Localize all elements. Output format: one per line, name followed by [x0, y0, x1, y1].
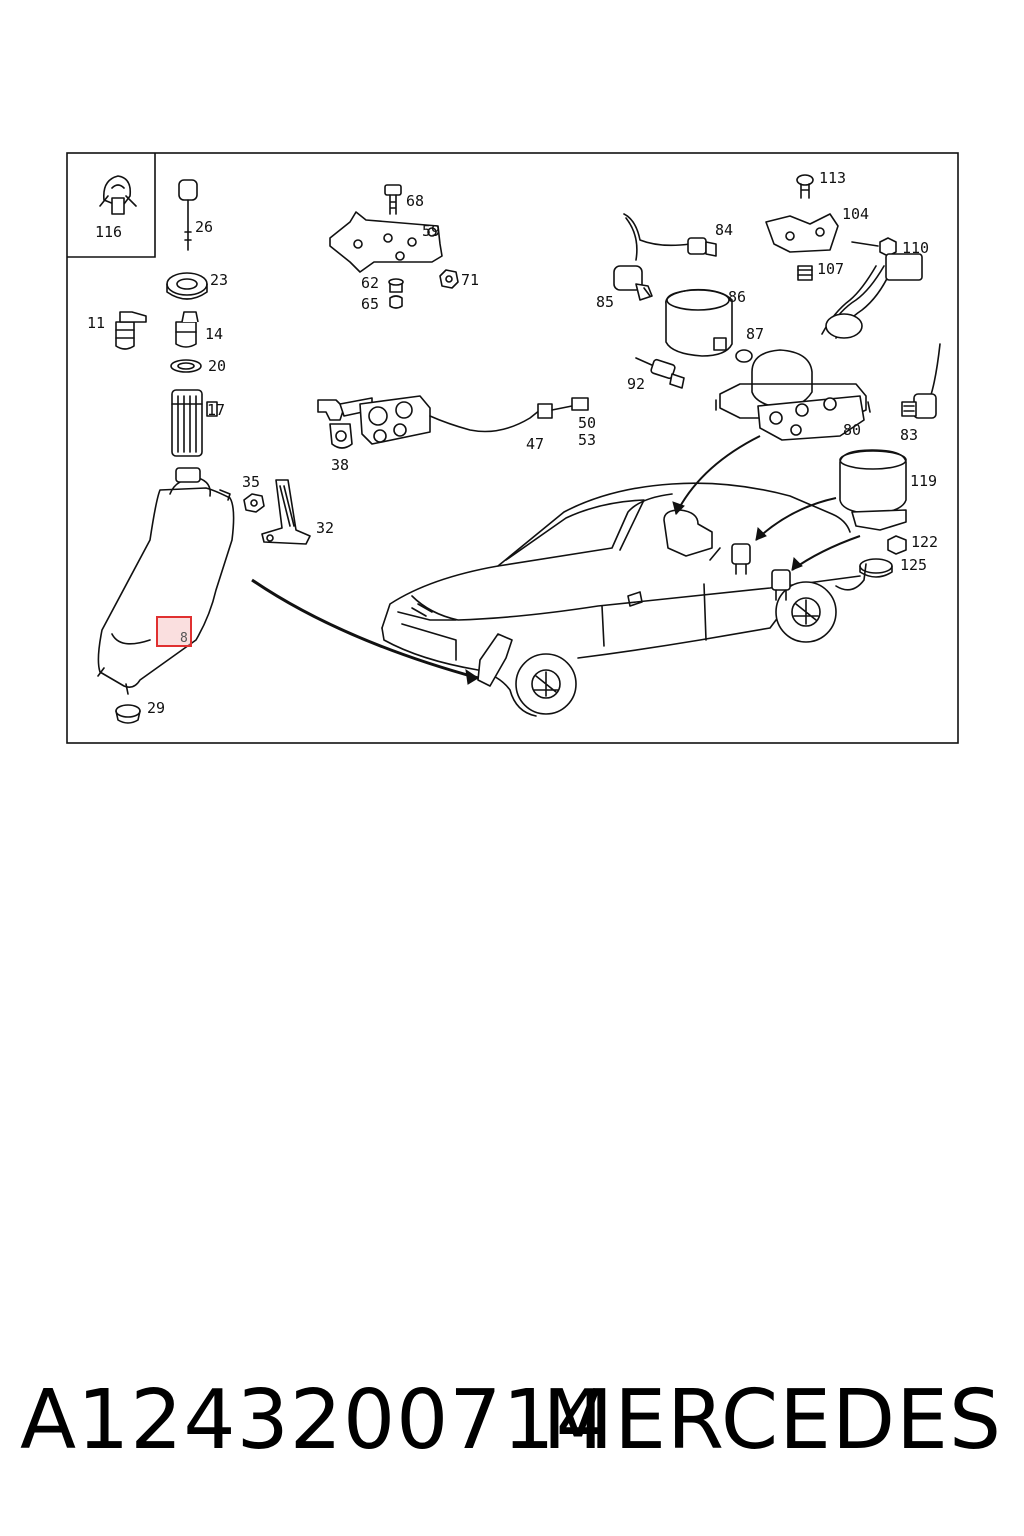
caption-bar: A1243200714 MERCEDES	[0, 1366, 1024, 1476]
part-119-air-spring-drawing	[839, 449, 907, 531]
parts-diagram: 116 26 23 11 14 20 17 35 32 8 29 68 59 6…	[66, 152, 959, 744]
callout-87: 87	[746, 325, 764, 343]
callout-35: 35	[242, 473, 260, 491]
part-113-bolt-drawing	[796, 174, 814, 199]
callout-84: 84	[715, 221, 733, 239]
part-65-grommet-drawing	[389, 295, 403, 309]
callout-92: 92	[627, 375, 645, 393]
callout-32: 32	[316, 519, 334, 537]
part-122-nut-drawing	[887, 535, 907, 555]
part-35-nut-drawing	[243, 493, 265, 513]
part-number: A1243200714	[20, 1373, 609, 1468]
callout-83: 83	[900, 426, 918, 444]
callout-26: 26	[195, 218, 213, 236]
pointer-arrows	[251, 435, 861, 685]
part-32-bracket-drawing	[261, 479, 311, 545]
part-68-bolt-drawing	[384, 184, 402, 215]
callout-62: 62	[361, 274, 379, 292]
brand-name: MERCEDES	[542, 1373, 1002, 1468]
diagram-frame	[66, 152, 959, 744]
callout-104: 104	[842, 205, 869, 223]
callout-11: 11	[87, 314, 105, 332]
callout-122: 122	[911, 533, 938, 551]
callout-110: 110	[902, 239, 929, 257]
part-14-fitting-drawing	[175, 311, 199, 348]
part-59-plate-drawing	[329, 211, 443, 273]
callout-53: 53	[578, 431, 596, 449]
part-125-ring-drawing	[859, 558, 893, 578]
part-86-accumulator-drawing	[665, 288, 733, 357]
part-116-clip-drawing	[99, 175, 137, 215]
part-110-nut-drawing	[851, 237, 897, 257]
part-107-grommet-drawing	[797, 265, 813, 281]
part-71-nut-drawing	[439, 269, 459, 289]
callout-85: 85	[596, 293, 614, 311]
callout-14: 14	[205, 325, 223, 343]
callout-17: 17	[207, 401, 225, 419]
callout-125: 125	[900, 556, 927, 574]
callout-116: 116	[95, 223, 122, 241]
callout-23: 23	[210, 271, 228, 289]
callout-38: 38	[331, 456, 349, 474]
part-84-sensor-drawing	[623, 213, 717, 257]
callout-71: 71	[461, 271, 479, 289]
callout-8: 8	[180, 631, 188, 646]
callout-107: 107	[817, 260, 844, 278]
callout-113: 113	[819, 169, 846, 187]
part-20-ring-inner	[177, 362, 195, 370]
callout-86: 86	[728, 288, 746, 306]
part-20-ring-drawing	[170, 359, 202, 373]
callout-47: 47	[526, 435, 544, 453]
part-83-sensor-drawing	[901, 343, 941, 419]
callout-68: 68	[406, 192, 424, 210]
part-8-reservoir-drawing	[97, 467, 235, 695]
part-17-filter-drawing	[171, 389, 218, 457]
part-26-dipstick-drawing	[178, 179, 198, 251]
callout-80: 80	[843, 421, 861, 439]
callout-50: 50	[578, 414, 596, 432]
inset-box	[67, 153, 156, 258]
callout-29: 29	[147, 699, 165, 717]
car-outline-drawing	[381, 482, 867, 717]
part-38-valve-block-drawing	[317, 395, 589, 449]
part-62-grommet-drawing	[388, 278, 404, 293]
part-11-fitting-drawing	[115, 311, 147, 350]
part-92-sensor-drawing	[635, 357, 685, 389]
car-strut-rear-drawing	[771, 569, 791, 601]
part-87-ring-drawing	[735, 349, 753, 363]
callout-119: 119	[910, 472, 937, 490]
car-pump-location-drawing	[663, 509, 713, 557]
part-29-grommet-drawing	[115, 704, 141, 724]
callout-65: 65	[361, 295, 379, 313]
callout-59: 59	[422, 222, 440, 240]
part-85-sensor-drawing	[613, 217, 653, 301]
part-23-nut-drawing	[166, 272, 208, 300]
part-80-pump-assembly-drawing	[715, 253, 923, 441]
car-strut-front-drawing	[731, 543, 751, 575]
highlight-box[interactable]	[156, 616, 192, 647]
part-104-bracket-drawing	[765, 213, 839, 253]
callout-20: 20	[208, 357, 226, 375]
